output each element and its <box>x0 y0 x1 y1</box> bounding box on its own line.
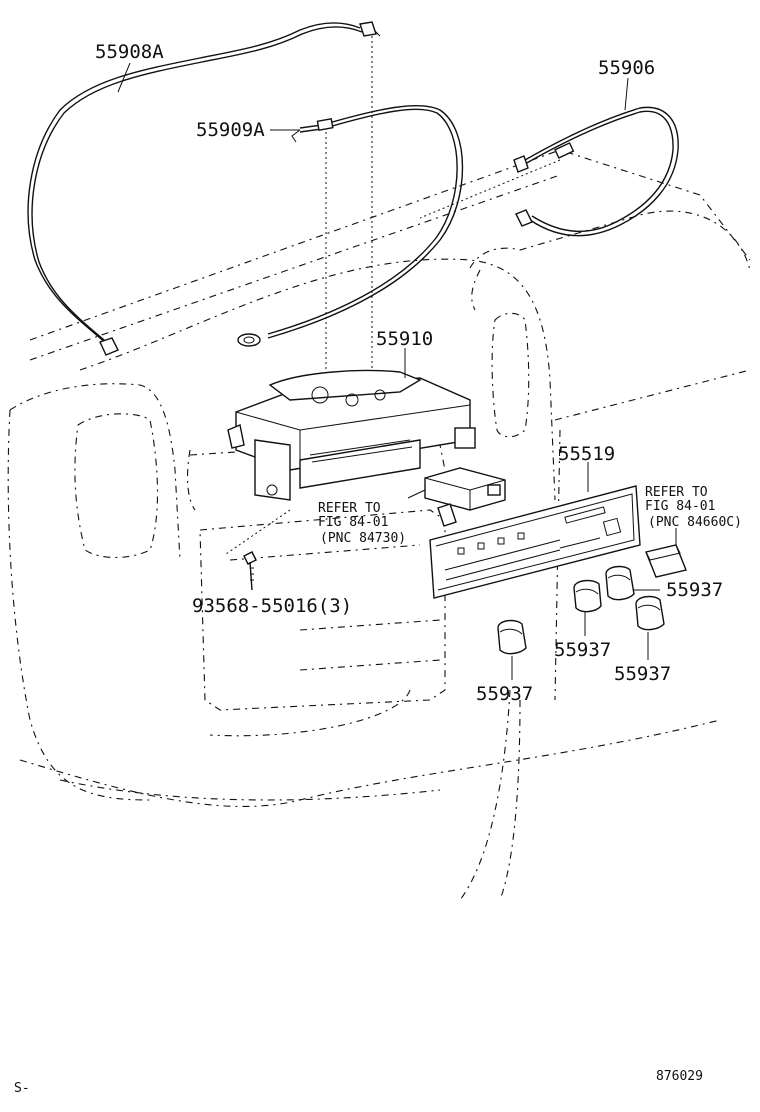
label-knob-55937-d1: 55937 <box>666 579 723 601</box>
label-55519: 55519 <box>558 443 615 465</box>
guide-lines <box>225 36 561 555</box>
refer-note-2-line2: FIG 84-01 <box>645 499 715 514</box>
control-panel-55519 <box>429 462 641 599</box>
refer-note-1-line3: (PNC 84730) <box>320 531 406 546</box>
cable-55906 <box>513 77 679 237</box>
knob-55937-c <box>605 565 660 601</box>
label-55910: 55910 <box>376 328 433 350</box>
refer-note-1-line1: REFER TO <box>318 501 381 516</box>
heater-control-assy-55910 <box>227 348 476 501</box>
label-screw-93568: 93568-55016(3) <box>192 595 352 617</box>
label-knob-55937-d4: 55937 <box>476 683 533 705</box>
panel-socket <box>645 528 687 578</box>
blower-switch <box>407 467 506 527</box>
label-knob-55937-d3: 55937 <box>614 663 671 685</box>
label-55906: 55906 <box>598 57 655 79</box>
knob-55937-b <box>573 579 602 636</box>
refer-note-2-line1: REFER TO <box>645 485 708 500</box>
cable-55908a <box>27 21 381 356</box>
knob-55937-d <box>635 595 665 660</box>
drawing-number: 876029 <box>656 1069 703 1084</box>
refer-note-1-line2: FIG 84-01 <box>318 515 388 530</box>
cable-55909a <box>237 104 464 347</box>
knob-55937-a <box>497 619 527 655</box>
label-55909a: 55909A <box>196 119 265 141</box>
refer-note-2-line3: (PNC 84660C) <box>648 515 742 530</box>
corner-mark: S- <box>14 1081 30 1096</box>
screw-93568 <box>243 551 257 591</box>
label-knob-55937-d2: 55937 <box>554 639 611 661</box>
label-55908a: 55908A <box>95 41 164 63</box>
